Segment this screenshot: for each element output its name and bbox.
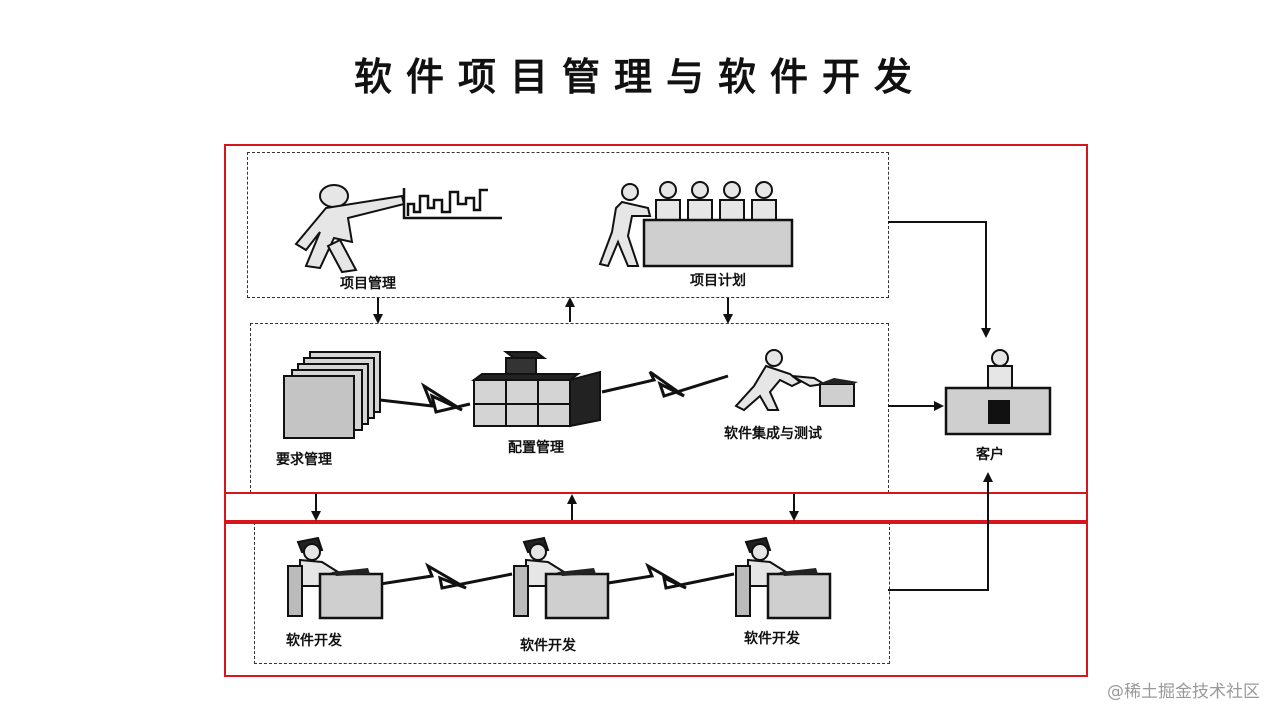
label-dev-2: 软件开发 [520, 638, 576, 654]
highlight-frame-middle [224, 492, 1088, 524]
watermark: @稀土掘金技术社区 [1107, 682, 1260, 702]
pointing-person-icon [292, 182, 412, 274]
document-stack-icon [280, 350, 384, 442]
lifting-person-icon [730, 348, 860, 412]
lightning-link-icon [379, 370, 729, 414]
pushing-person-icon [598, 182, 658, 268]
developer-workstation-icon [508, 536, 612, 622]
label-dev-1: 软件开发 [286, 633, 342, 649]
label-project-management: 项目管理 [340, 276, 396, 292]
highlight-frame-bottom [224, 520, 1088, 677]
customer-desk-icon [942, 348, 1052, 438]
page-title: 软件项目管理与软件开发 [353, 54, 926, 99]
label-integration-testing: 软件集成与测试 [724, 426, 822, 442]
label-configuration-management: 配置管理 [508, 440, 564, 456]
label-requirements-management: 要求管理 [276, 452, 332, 468]
label-project-plan: 项目计划 [690, 273, 746, 289]
team-icon [640, 178, 796, 268]
label-dev-3: 软件开发 [744, 631, 800, 647]
label-customer: 客户 [976, 447, 1004, 463]
developer-workstation-icon [282, 536, 386, 622]
bar-chart-icon [402, 186, 506, 226]
cube-stack-icon [470, 350, 606, 430]
developer-workstation-icon [730, 536, 834, 622]
